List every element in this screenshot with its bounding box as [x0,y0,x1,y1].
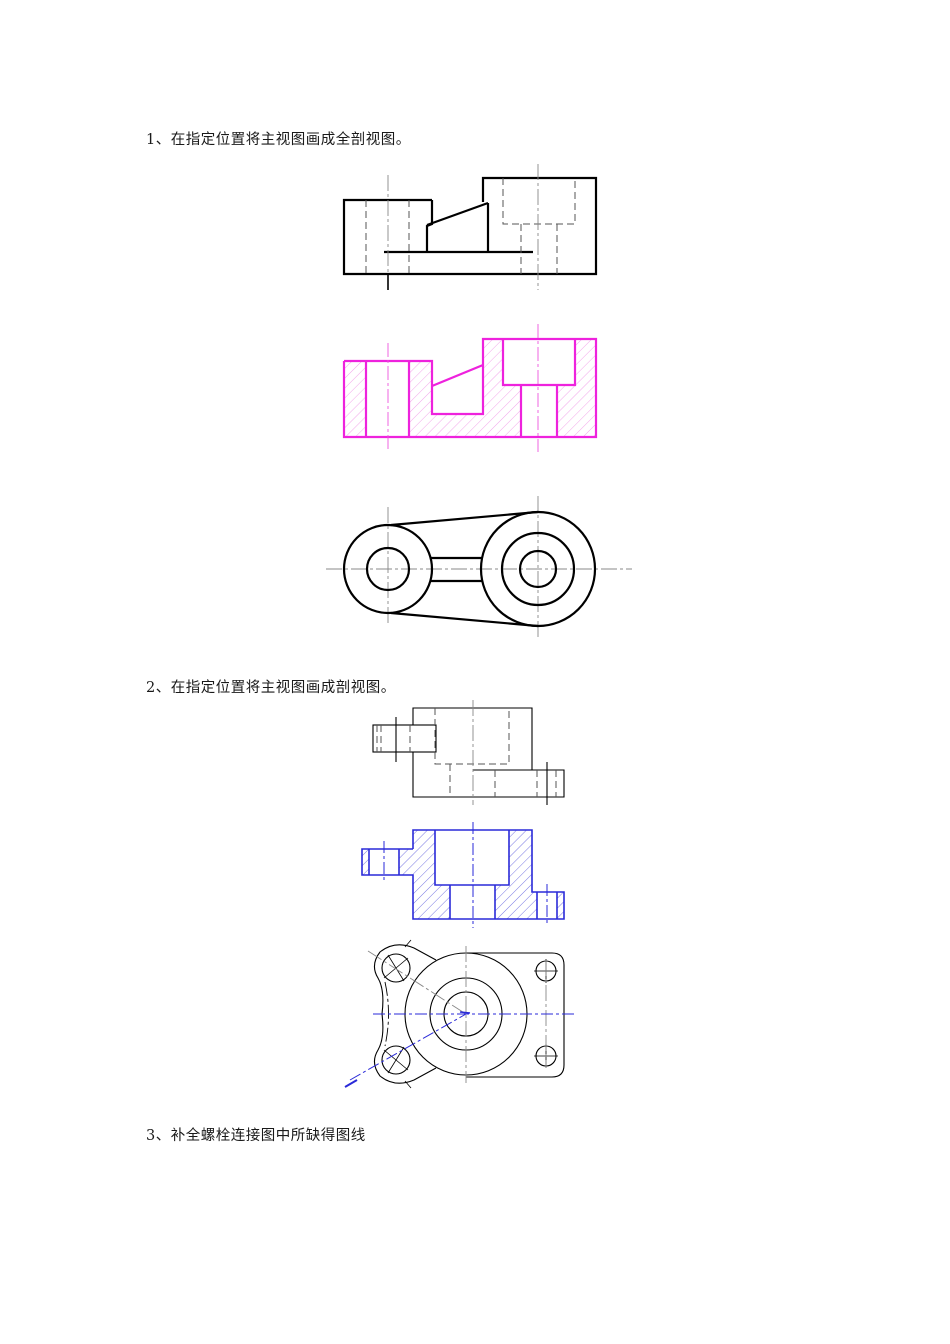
q1-front-view [342,164,598,290]
question-3-title: 3、补全螺栓连接图中所缺得图线 [146,1128,366,1144]
q2-section-answer [361,822,565,928]
question-2-title: 2、在指定位置将主视图画成剖视图。 [146,680,396,696]
q1-top-view [326,496,632,637]
q2-top-view [344,939,575,1089]
question-1-title: 1、在指定位置将主视图画成全剖视图。 [146,132,411,148]
q1-section-answer [342,324,598,452]
q2-front-view [372,700,565,805]
